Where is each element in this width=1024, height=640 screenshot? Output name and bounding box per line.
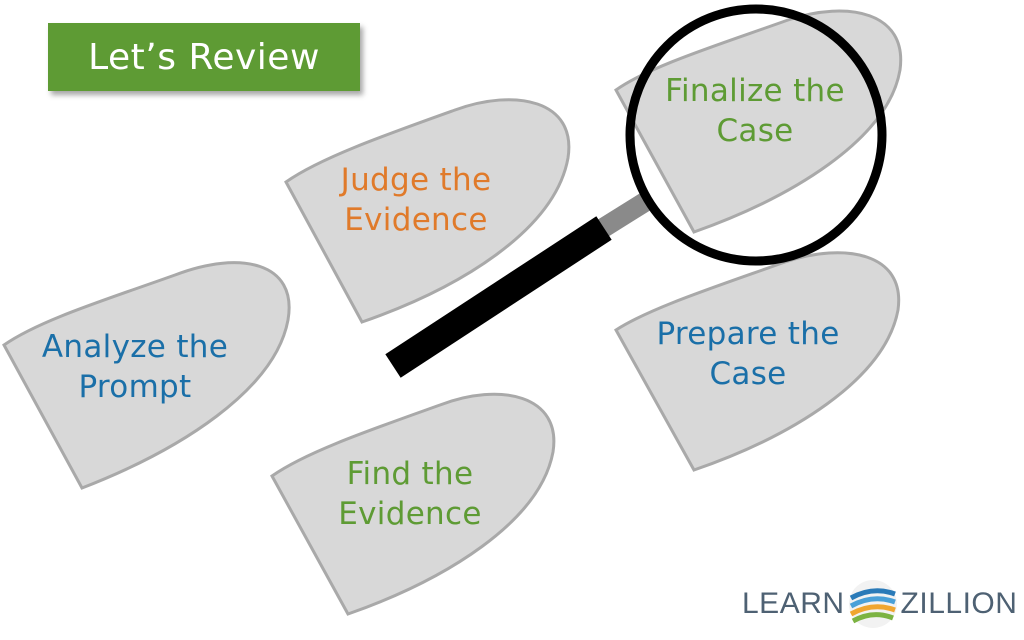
- step-label-analyze: Analyze the Prompt: [30, 327, 240, 407]
- step-label-finalize: Finalize the Case: [650, 71, 860, 151]
- step-shape-finalize: [614, 9, 903, 234]
- step-shape-judge: [284, 98, 571, 324]
- magnifying-glass-icon: [385, 4, 887, 378]
- step-label-prepare-line1: Prepare the: [656, 316, 840, 352]
- step-label-prepare: Prepare the Case: [640, 314, 856, 394]
- step-label-find-line2: Evidence: [338, 496, 482, 532]
- step-label-judge: Judge the Evidence: [318, 160, 514, 240]
- step-label-judge-line1: Judge the: [340, 162, 492, 198]
- step-label-analyze-line1: Analyze the: [41, 329, 229, 365]
- logo-text-left: LEARN: [742, 587, 845, 620]
- step-label-find: Find the Evidence: [310, 454, 510, 534]
- learnzillion-logo: LEARN ZILLION: [742, 578, 1017, 630]
- step-label-finalize-line2: Case: [716, 113, 794, 149]
- step-label-analyze-line2: Prompt: [78, 369, 192, 405]
- logo-text-right: ZILLION: [900, 587, 1018, 620]
- step-label-prepare-line2: Case: [709, 356, 787, 392]
- step-label-judge-line2: Evidence: [344, 202, 488, 238]
- step-shape-prepare: [614, 251, 901, 472]
- slide-title: Let’s Review: [48, 23, 360, 91]
- step-shape-find: [270, 392, 556, 616]
- step-shape-analyze: [2, 261, 291, 490]
- step-label-find-line1: Find the: [346, 456, 474, 492]
- learnzillion-logo-icon: [848, 580, 897, 628]
- step-label-finalize-line1: Finalize the: [665, 73, 845, 109]
